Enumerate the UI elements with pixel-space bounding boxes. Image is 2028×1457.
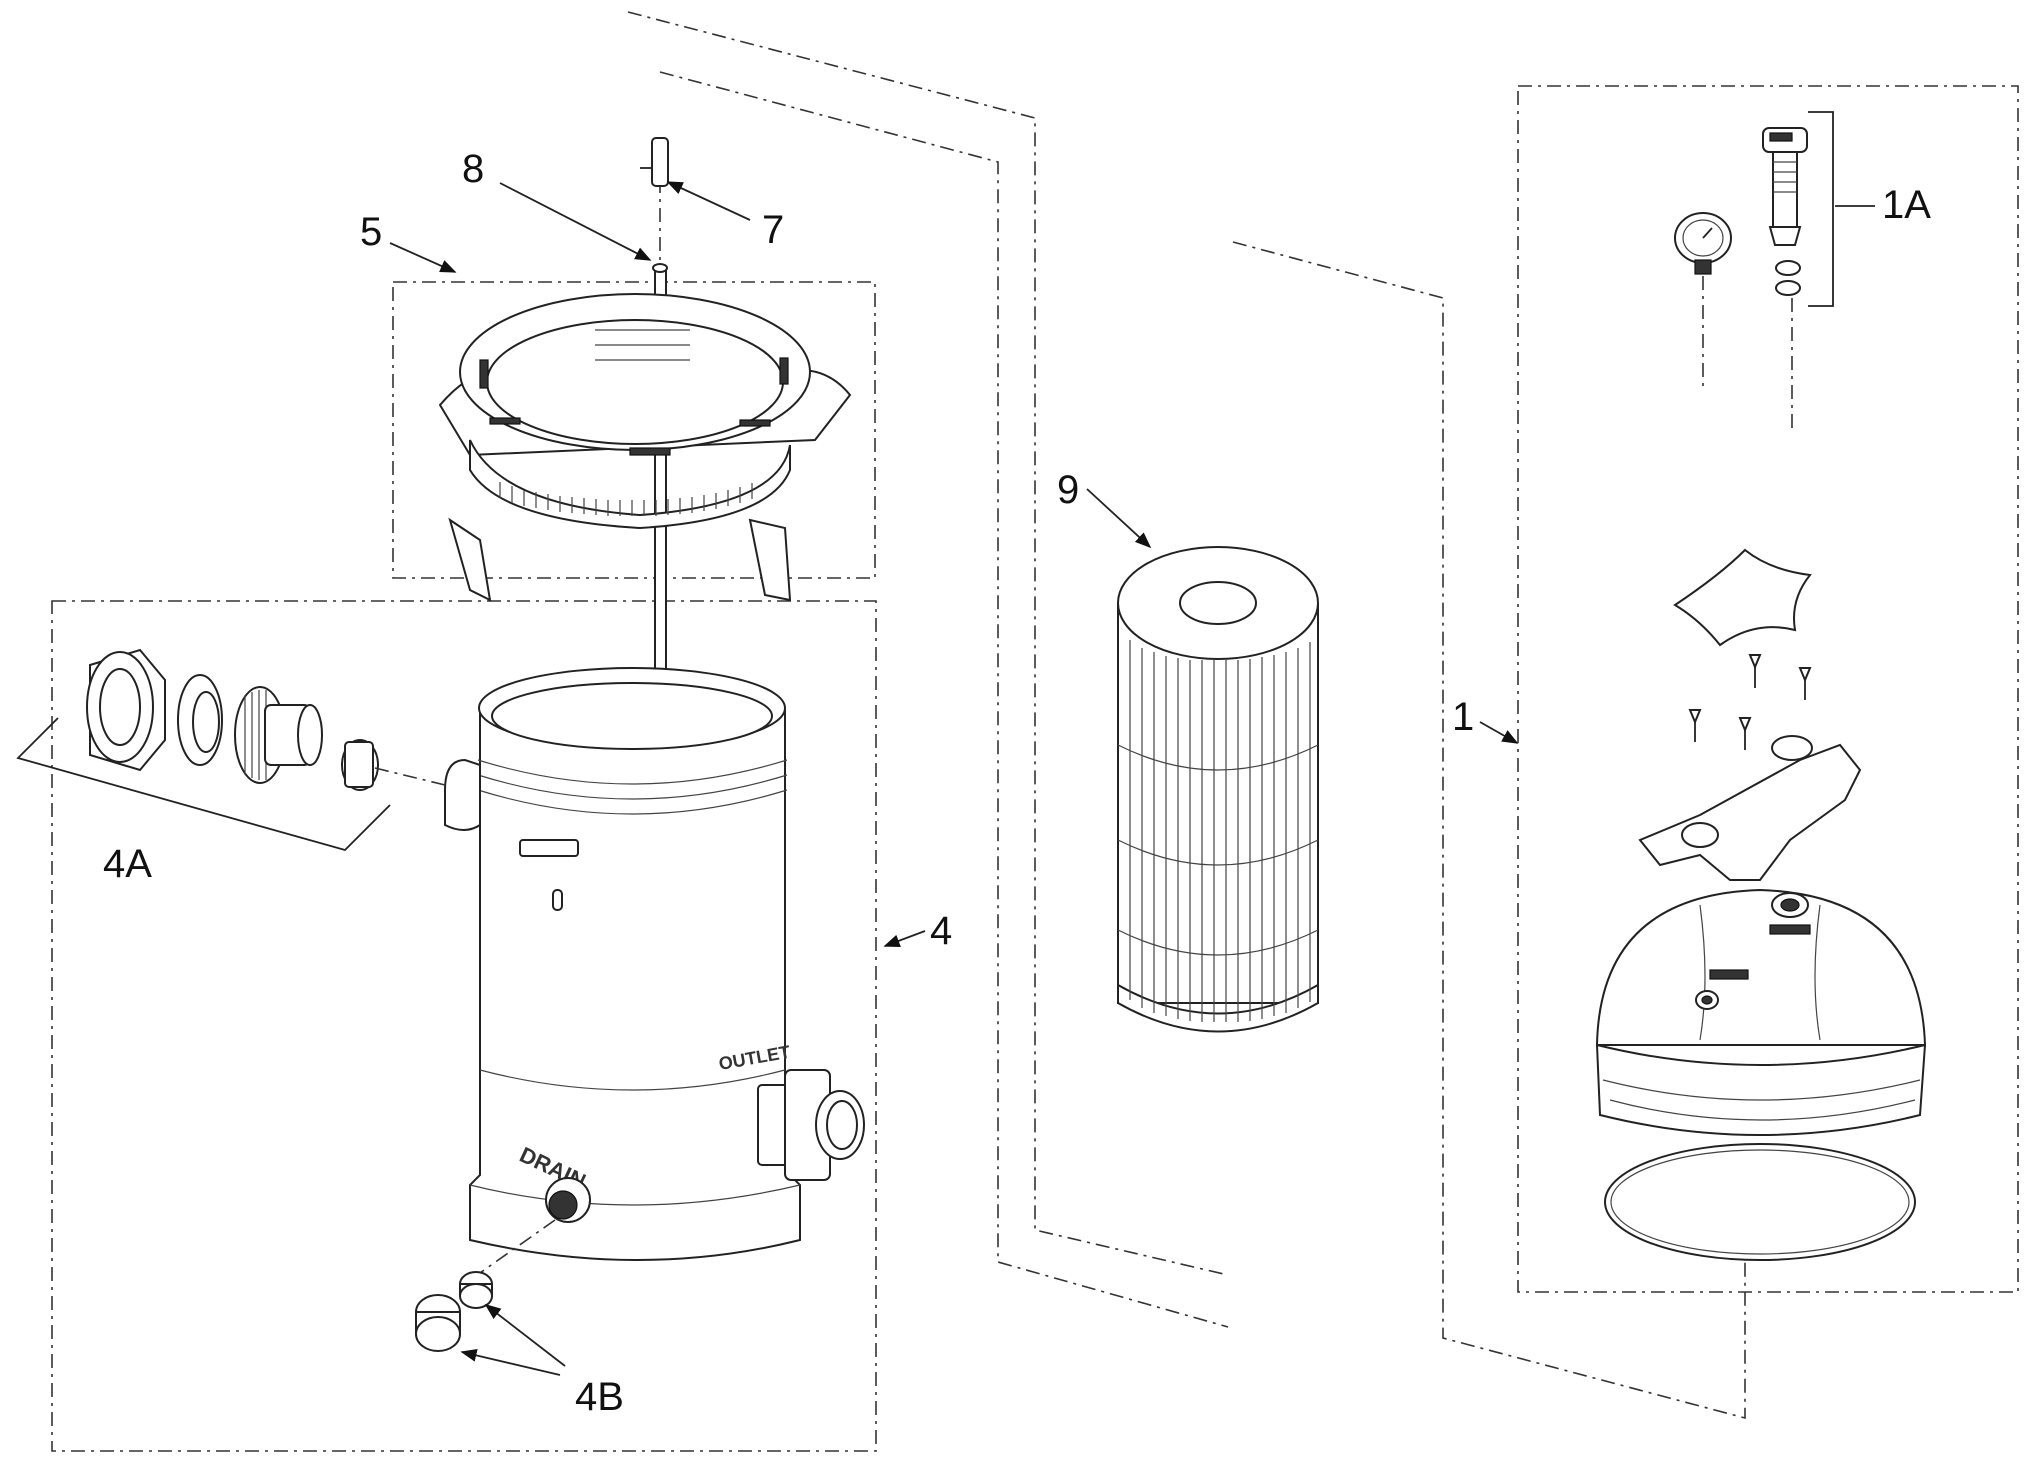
assembly-box-1 — [1517, 85, 2019, 1293]
inlet-leader-line — [374, 767, 446, 786]
lid-bracket — [1638, 735, 1862, 881]
connector-path-inner — [659, 71, 1229, 1328]
lid-o-ring — [1604, 1143, 1916, 1261]
connector-path-cartridge — [1232, 241, 1746, 1420]
air-relief-vent — [640, 137, 669, 187]
callout-5: 5 — [360, 210, 382, 254]
inlet-union-kit — [86, 648, 379, 791]
outlet-union-fitting — [757, 1069, 865, 1181]
leader-4 — [883, 930, 926, 947]
callout-7: 7 — [762, 208, 784, 252]
leader-5 — [389, 242, 457, 273]
leader-4b-b — [460, 1349, 561, 1376]
drain-cap-small — [459, 1271, 493, 1309]
bracket-4a — [16, 717, 391, 852]
drain-cap-large — [415, 1294, 461, 1352]
leader-1 — [1479, 721, 1519, 744]
drain-port — [545, 1177, 591, 1223]
callout-4b: 4B — [575, 1375, 624, 1419]
callout-1: 1 — [1452, 695, 1474, 739]
callout-4a: 4A — [103, 842, 152, 886]
filter-cartridge — [1117, 546, 1319, 1033]
lock-ring — [438, 293, 852, 602]
filter-tank-body: OUTLET DRAIN — [444, 667, 801, 1261]
assembly-box-5 — [392, 281, 876, 579]
callout-1a: 1A — [1882, 183, 1931, 227]
callout-8: 8 — [462, 147, 484, 191]
pressure-gauge — [1674, 212, 1732, 275]
air-release-valve — [1762, 127, 1808, 296]
leader-8 — [499, 182, 652, 261]
assembly-box-4 — [51, 600, 877, 1452]
lid-label-plate — [1673, 548, 1812, 647]
lid-dome — [1595, 888, 1927, 1136]
connector-path-outer — [627, 11, 1229, 1276]
leader-4b-a — [484, 1304, 566, 1367]
lid-screws — [1688, 654, 1812, 750]
leader-9 — [1086, 488, 1152, 549]
leader-7 — [666, 181, 751, 221]
bracket-1a — [1808, 111, 1834, 307]
callout-4: 4 — [930, 909, 952, 953]
callout-9: 9 — [1057, 468, 1079, 512]
